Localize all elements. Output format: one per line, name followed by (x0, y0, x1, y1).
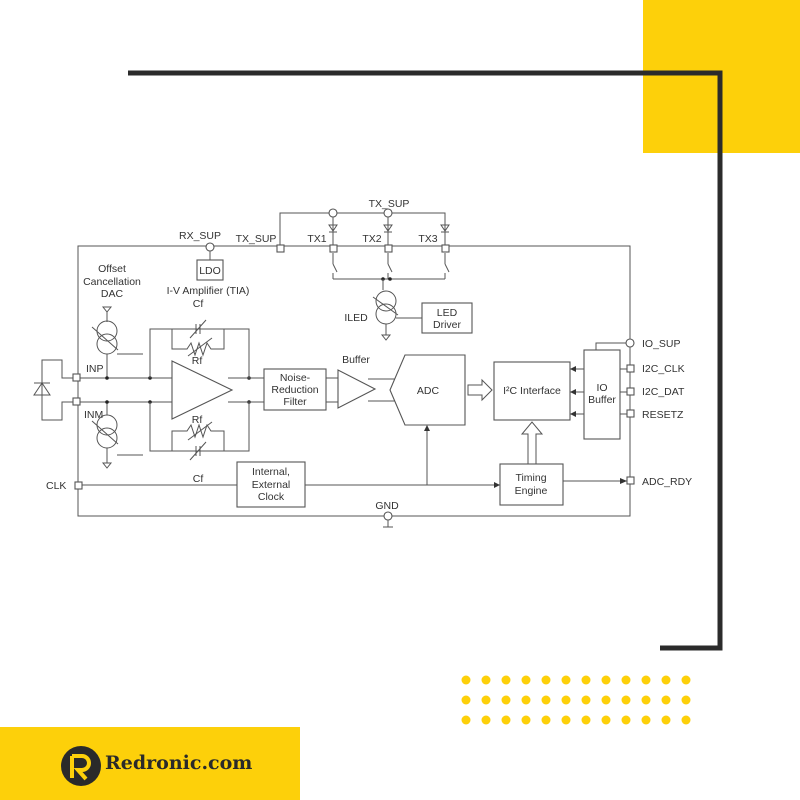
pin-tx3: TX3 (418, 233, 437, 245)
pin-tx-sup: TX_SUP (236, 233, 277, 245)
decorative-dot (661, 695, 671, 705)
photodiode-icon (33, 359, 76, 421)
i2c-interface-block (493, 361, 571, 421)
decorative-dot (561, 715, 571, 725)
decorative-dot (661, 675, 671, 685)
pin-inm: INM (84, 409, 103, 421)
decorative-dot (461, 695, 471, 705)
pin-tx-sup-top: TX_SUP (369, 198, 410, 210)
decorative-dot (601, 695, 611, 705)
decorative-dot (501, 715, 511, 725)
decorative-dot (481, 715, 491, 725)
noise-reduction-filter-block (263, 368, 327, 411)
decorative-dot (581, 695, 591, 705)
decorative-dot (521, 695, 531, 705)
clock-label: Clock (258, 491, 285, 503)
decorative-dot (461, 715, 471, 725)
decorative-dot (641, 675, 651, 685)
timing-arrow-icon (520, 421, 544, 465)
decorative-dot (641, 695, 651, 705)
decorative-dot (601, 675, 611, 685)
cf-top-label: Cf (193, 298, 204, 310)
decorative-dot (581, 715, 591, 725)
led-driver-label: Driver (433, 319, 462, 331)
dac-current-source-icon (91, 306, 143, 469)
pin-i2c-clk: I2C_CLK (642, 363, 685, 375)
brand-name: Redronic.com (105, 752, 253, 774)
decorative-dot (561, 675, 571, 685)
pin-inp: INP (86, 363, 104, 375)
decorative-dot (541, 675, 551, 685)
tia-label: I-V Amplifier (TIA) (167, 285, 250, 297)
rf-top-label: Rf (192, 355, 203, 367)
decorative-dot (621, 675, 631, 685)
clock-block (236, 461, 306, 508)
decorative-dot (681, 675, 691, 685)
dot-pattern (461, 675, 691, 725)
pin-clk: CLK (46, 480, 66, 492)
decorative-dot (521, 675, 531, 685)
decorative-dot (461, 675, 471, 685)
decorative-dot (481, 675, 491, 685)
adc-label: ADC (417, 385, 440, 397)
ldo-block (196, 259, 224, 281)
buffer-amplifier (337, 369, 377, 409)
filter-label: Noise- (280, 372, 311, 384)
pin-tx1: TX1 (307, 233, 326, 245)
pin-rx-sup: RX_SUP (179, 230, 221, 242)
decorative-dot (541, 695, 551, 705)
cf-bottom-label: Cf (193, 473, 204, 485)
filter-label: Reduction (271, 384, 318, 396)
rf-bottom-label: Rf (192, 414, 203, 426)
led-driver-block (421, 302, 473, 334)
io-buffer-block (583, 349, 621, 440)
decorative-dot (501, 695, 511, 705)
filter-label: Filter (283, 396, 307, 408)
iled-label: ILED (344, 312, 368, 324)
pin-adc-rdy: ADC_RDY (642, 476, 692, 488)
dac-label: Offset (98, 263, 126, 275)
led-driver-label: LED (437, 307, 458, 319)
decorative-dot (661, 715, 671, 725)
io-buffer-label: IO (596, 382, 607, 394)
clock-label: External (252, 479, 291, 491)
decorative-dot (501, 675, 511, 685)
decorative-dot (481, 695, 491, 705)
redronic-logo-icon (61, 746, 101, 786)
data-arrow-icon (467, 378, 493, 402)
i2c-label: I²C Interface (503, 385, 561, 397)
adc-block (389, 354, 466, 426)
decorative-dot (561, 695, 571, 705)
decorative-dot (641, 715, 651, 725)
ldo-label: LDO (199, 265, 221, 277)
decorative-dot (621, 695, 631, 705)
decorative-dot (681, 715, 691, 725)
timing-engine-block (499, 463, 564, 506)
iled-current-source-icon (375, 290, 397, 312)
decorative-dot (601, 715, 611, 725)
pin-i2c-dat: I2C_DAT (642, 386, 685, 398)
decorative-dot (581, 675, 591, 685)
frame-line (128, 70, 723, 651)
decorative-dot (541, 715, 551, 725)
decorative-dot (681, 695, 691, 705)
pin-gnd: GND (375, 500, 399, 512)
dac-label: DAC (101, 288, 124, 300)
clock-label: Internal, (252, 466, 290, 478)
pin-tx2: TX2 (362, 233, 381, 245)
tia-amplifier (171, 360, 234, 420)
io-buffer-label: Buffer (588, 394, 616, 406)
decorative-dot (621, 715, 631, 725)
timing-label: Timing (515, 472, 546, 484)
pin-resetz: RESETZ (642, 409, 684, 421)
pin-io-sup: IO_SUP (642, 338, 681, 350)
timing-label: Engine (515, 485, 548, 497)
decorative-dot (521, 715, 531, 725)
brand-banner (0, 727, 300, 800)
dac-label: Cancellation (83, 276, 141, 288)
buffer-label: Buffer (342, 354, 370, 366)
